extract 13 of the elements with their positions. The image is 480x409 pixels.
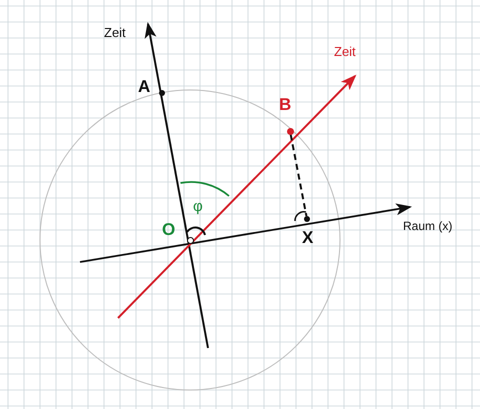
axis-label: Raum (x) xyxy=(403,220,452,232)
dashed-line xyxy=(290,134,308,216)
axis-label: Zeit xyxy=(334,45,356,58)
axis-label: φ xyxy=(193,199,203,214)
point-label: B xyxy=(279,96,292,113)
point-label: O xyxy=(162,221,176,238)
axis-label: Zeit xyxy=(104,26,126,39)
point xyxy=(159,90,165,96)
point-label: A xyxy=(138,78,150,95)
point xyxy=(286,128,294,134)
point xyxy=(186,236,194,244)
point-label: X xyxy=(302,229,314,246)
point xyxy=(304,216,310,222)
